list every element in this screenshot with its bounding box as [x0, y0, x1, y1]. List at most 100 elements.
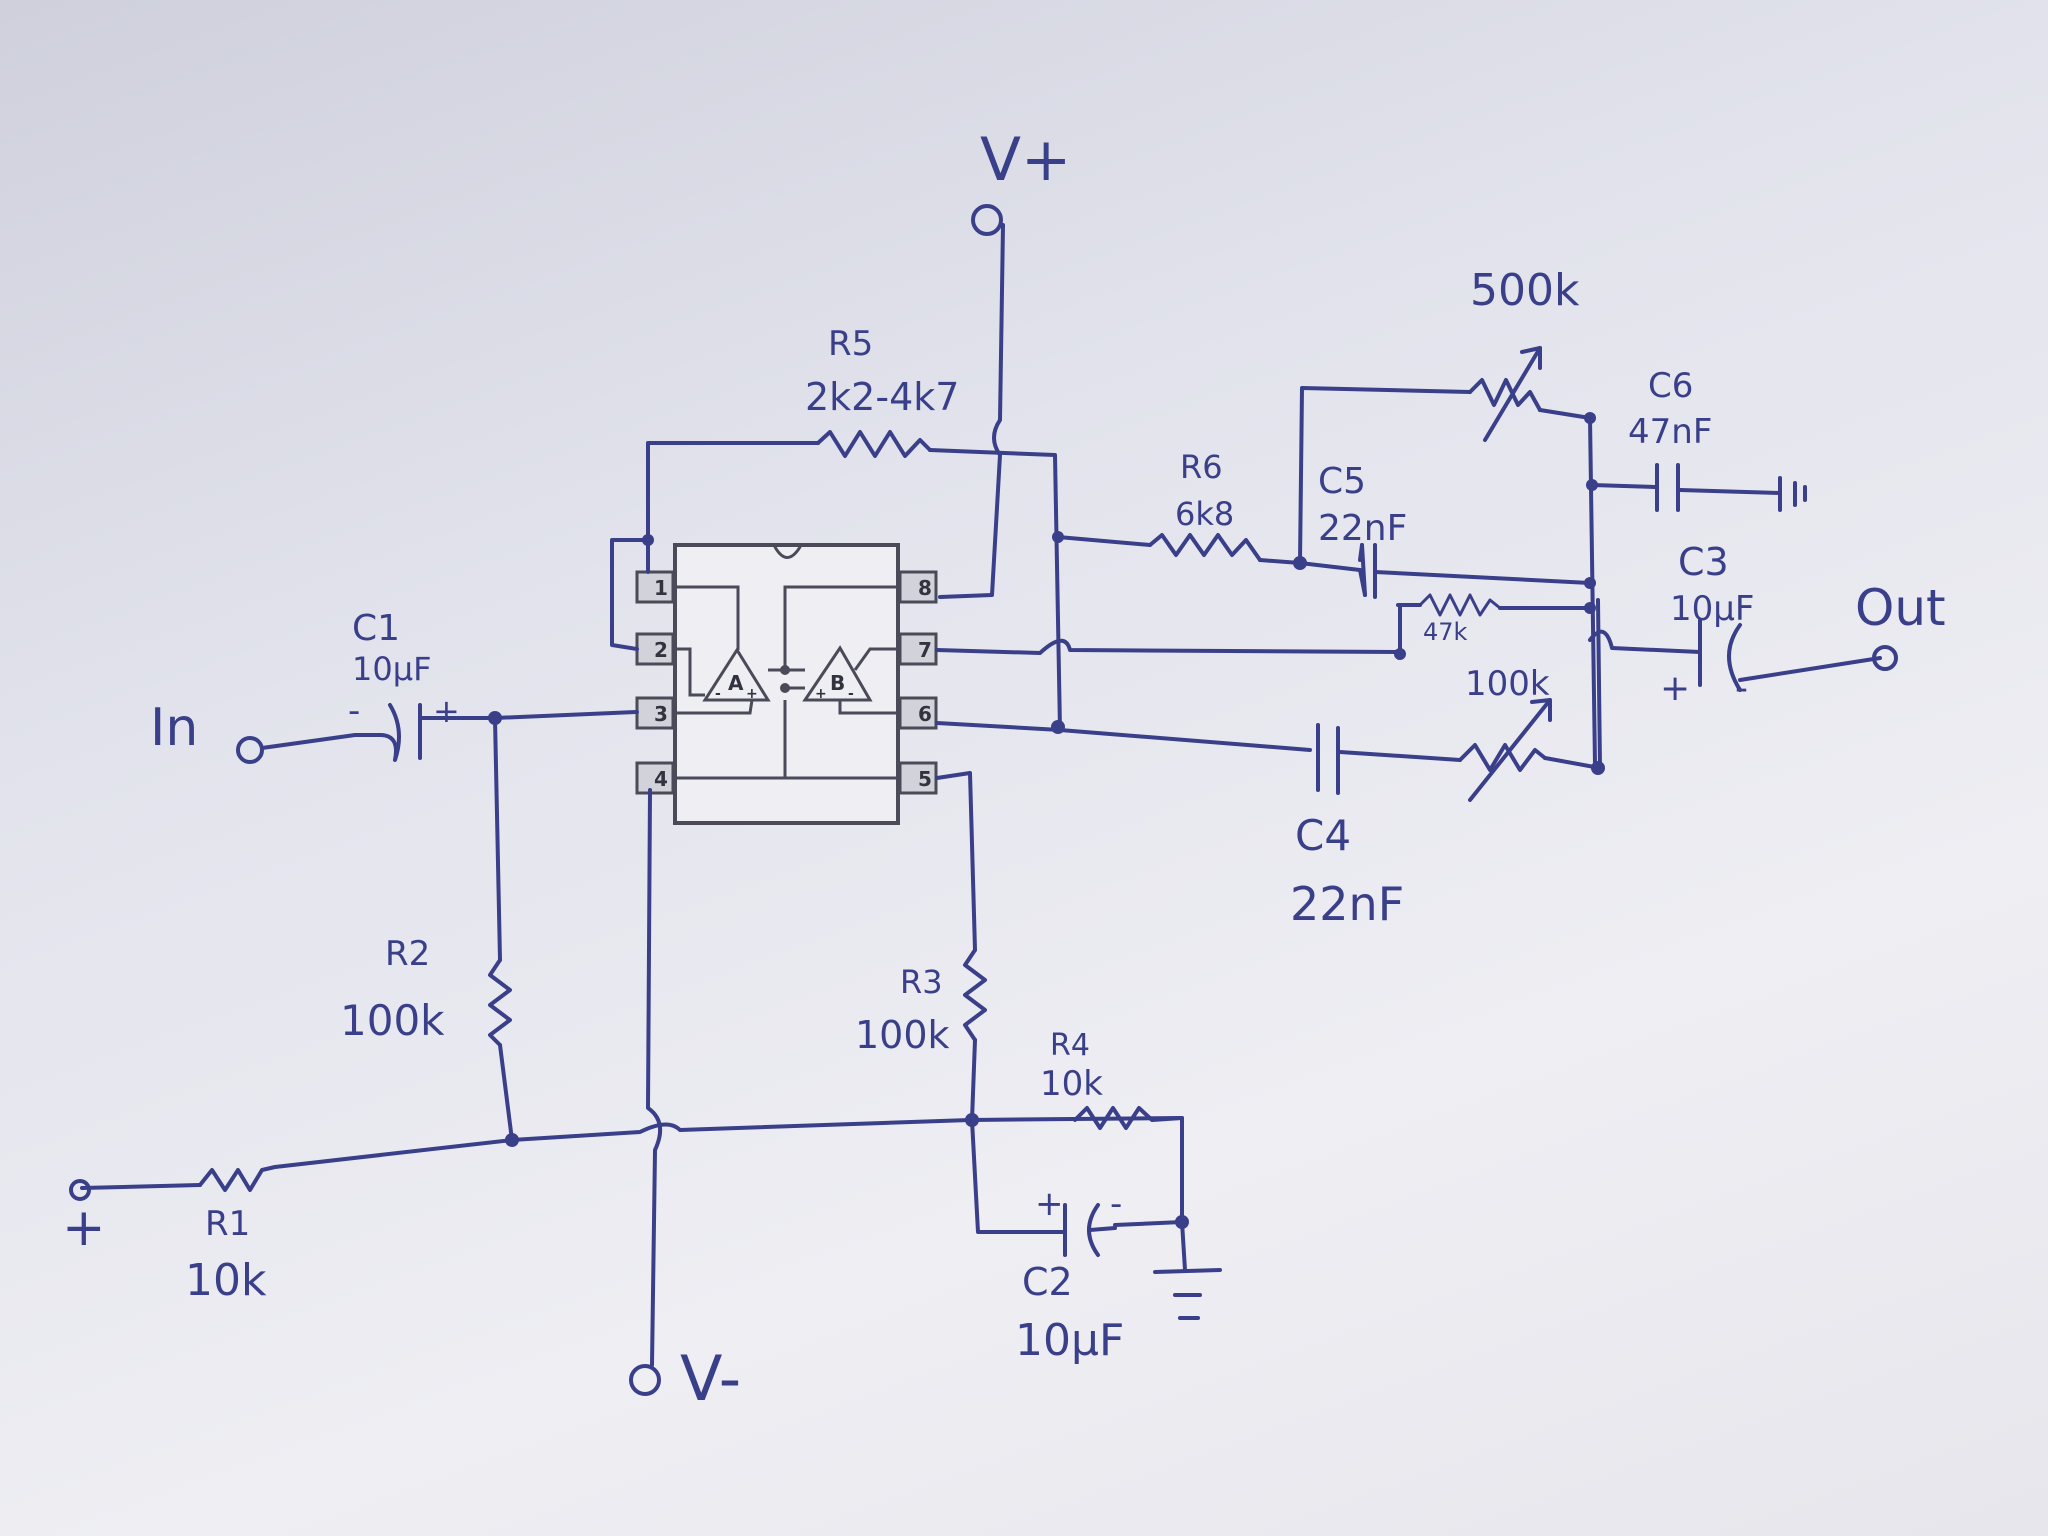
junction-dot — [505, 1133, 519, 1147]
output-label: Out — [1855, 579, 1946, 637]
wire-r6-left — [1056, 535, 1152, 547]
c3-minus: - — [1735, 668, 1748, 709]
ic-junction-dot — [780, 683, 790, 693]
r6-resistor — [1148, 533, 1262, 562]
wire-r2-top — [493, 716, 502, 962]
junction-dot — [1175, 1215, 1189, 1229]
c6-value: 47nF — [1628, 412, 1712, 452]
pot1-variable-resistor — [1468, 346, 1542, 442]
wire-bias-rail — [273, 1116, 1182, 1169]
opamp-b-plus: + — [815, 686, 827, 702]
wire-c3-left — [1588, 629, 1702, 654]
r1-value: 10k — [185, 1255, 267, 1306]
wire-supply-left — [80, 1183, 202, 1190]
junction-dot — [1051, 720, 1065, 734]
r4-name: R4 — [1050, 1028, 1090, 1063]
r4-value: 10k — [1040, 1064, 1103, 1104]
c2-minus: - — [1110, 1184, 1122, 1224]
wire-r2-bottom — [498, 1043, 514, 1142]
junction-dot — [1584, 412, 1596, 424]
junction-dot — [1052, 531, 1064, 543]
r1-resistor — [198, 1165, 277, 1192]
junction-dot — [1584, 577, 1596, 589]
wire-vplus — [938, 223, 1005, 599]
pot2-variable-resistor — [1458, 698, 1552, 802]
c5-value: 22nF — [1318, 508, 1407, 549]
r2-name: R2 — [385, 934, 430, 974]
wire-r5-left — [646, 441, 820, 542]
c3-name: C3 — [1678, 540, 1729, 584]
r5-resistor — [816, 430, 932, 458]
input-terminal — [236, 736, 264, 764]
pin-7-label: 7 — [918, 638, 932, 662]
wire-c1-pin3 — [428, 710, 639, 720]
r2-value: 100k — [340, 996, 445, 1045]
r6-value: 6k8 — [1175, 495, 1234, 533]
wire-c2-right — [1113, 1116, 1184, 1227]
vplus-terminal — [971, 204, 1003, 236]
c5-capacitor — [1358, 543, 1377, 599]
c6-capacitor — [1655, 463, 1807, 512]
r3-value: 100k — [855, 1013, 950, 1057]
junction-dot — [1293, 556, 1307, 570]
ground-icon — [1153, 1268, 1222, 1320]
pin-3-label: 3 — [654, 702, 668, 726]
pin-6-label: 6 — [918, 702, 932, 726]
opamp-a-label: A — [728, 671, 744, 695]
r5-name: R5 — [828, 324, 873, 364]
wire-c6-left — [1590, 483, 1657, 489]
opamp-b-label: B — [830, 671, 845, 695]
input-label: In — [150, 698, 198, 758]
r5-value: 2k2-4k7 — [805, 375, 959, 419]
junction-dot — [1394, 648, 1406, 660]
pin-4-label: 4 — [654, 767, 668, 791]
pin-1-label: 1 — [654, 576, 668, 600]
c2-value: 10µF — [1015, 1315, 1124, 1366]
pin-6-box — [898, 696, 938, 730]
ic-junction-dot — [780, 665, 790, 675]
r47k-resistor — [1418, 593, 1502, 617]
opamp-a-plus: + — [746, 686, 758, 702]
pin-8-box — [898, 570, 938, 604]
r2-resistor — [488, 958, 512, 1047]
opamp-b-symbol — [802, 645, 873, 702]
wire-c2-left — [970, 1118, 1067, 1234]
junction-dot — [1584, 602, 1596, 614]
r3-resistor — [963, 948, 987, 1042]
junction-dot — [642, 534, 654, 546]
vminus-terminal — [629, 1364, 661, 1396]
supply-plus-terminal — [69, 1179, 91, 1201]
ic-notch — [773, 545, 802, 559]
r1-name: R1 — [205, 1204, 250, 1244]
pin-2-label: 2 — [654, 638, 668, 662]
supply-plus-label: + — [62, 1198, 106, 1258]
wire-pin6-c4 — [935, 721, 1312, 752]
wiring — [80, 223, 1882, 1367]
c1-minus: - — [348, 691, 360, 731]
c4-name: C4 — [1295, 811, 1351, 860]
c3-capacitor — [1698, 618, 1742, 692]
pot1-value: 500k — [1470, 265, 1580, 316]
wire-vminus — [646, 788, 663, 1367]
wire-r6-right — [1258, 558, 1362, 572]
opamp-b-minus: - — [848, 686, 854, 702]
pot2-value: 100k — [1465, 664, 1550, 704]
opamp-a-symbol — [702, 647, 771, 702]
c1-plus: + — [433, 692, 460, 730]
wire-r5-right — [928, 448, 1062, 732]
c1-value: 10µF — [352, 650, 431, 688]
c3-value: 10µF — [1670, 589, 1754, 629]
pin-8-label: 8 — [918, 576, 932, 600]
c2-plus: + — [1035, 1184, 1064, 1224]
c3-plus: + — [1660, 668, 1690, 709]
c5-name: C5 — [1318, 461, 1366, 502]
junction-dot — [965, 1113, 979, 1127]
junction-dots — [488, 412, 1605, 1229]
c2-name: C2 — [1022, 1260, 1073, 1304]
junction-dot — [1586, 479, 1598, 491]
wire-input — [260, 733, 382, 750]
opamp-a-minus: - — [715, 686, 721, 702]
wire-c4-pot — [1338, 750, 1462, 762]
output-terminal — [1872, 645, 1898, 671]
